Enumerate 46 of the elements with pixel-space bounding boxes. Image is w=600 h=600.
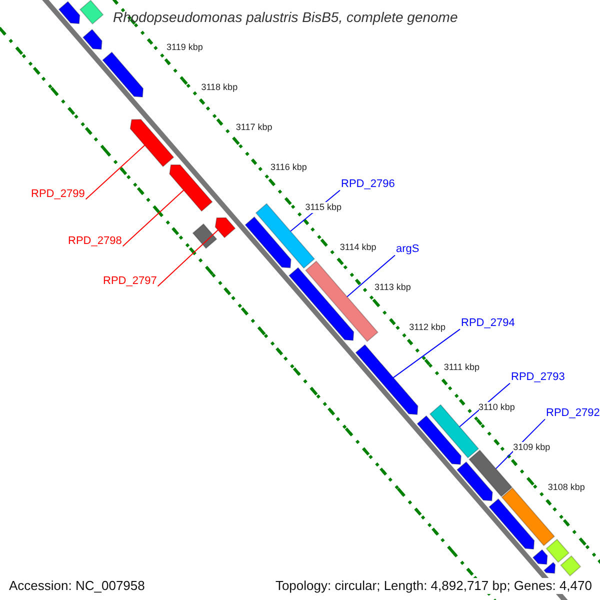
- gene-block: [532, 549, 548, 565]
- gene-block: [416, 415, 462, 465]
- gene-block: [288, 267, 354, 341]
- gene-label: RPD_2797: [103, 275, 157, 288]
- scale-label: 3114 kbp: [340, 242, 376, 253]
- scale-label: 3113 kbp: [374, 282, 411, 293]
- scale-label: 3110 kbp: [478, 402, 515, 414]
- gene-bar: [79, 0, 104, 25]
- scale-label: 3111 kbp: [444, 362, 480, 373]
- accession-text: Accession: NC_007958: [9, 578, 145, 594]
- gene-bar: [192, 223, 218, 249]
- gene-label: RPD_2792: [546, 407, 600, 420]
- scale-label: 3119 kbp: [166, 42, 203, 52]
- gene-label: RPD_2798: [68, 235, 122, 248]
- gene-block: [214, 217, 236, 238]
- leader-line: [85, 144, 146, 200]
- gene-block: [488, 498, 535, 550]
- gene-block: [82, 28, 102, 50]
- gene-block: [130, 119, 174, 168]
- gene-block: [169, 164, 213, 212]
- scale-label: 3118 kbp: [201, 82, 238, 92]
- gene-label: RPD_2794: [461, 317, 515, 330]
- leader-line: [122, 190, 184, 247]
- map-title: Rhodopseudomonas palustris BisB5, complete genome: [113, 9, 458, 26]
- gene-label: RPD_2796: [341, 178, 395, 192]
- scale-label: 3112 kbp: [409, 322, 446, 333]
- gene-label: RPD_2793: [511, 371, 565, 384]
- gene-bar: [429, 404, 480, 458]
- gene-block: [456, 461, 493, 502]
- leader-line: [346, 254, 396, 298]
- scale-label: 3109 kbp: [513, 442, 550, 454]
- gene-block: [355, 344, 418, 416]
- scale-label: 3117 kbp: [236, 122, 272, 133]
- genome-summary-text: Topology: circular; Length: 4,892,717 bp; Genes: 4,470: [275, 578, 592, 594]
- scale-label: 3115 kbp: [305, 202, 342, 213]
- gene-label: RPD_2799: [31, 188, 85, 202]
- scale-label: 3108 kbp: [548, 482, 585, 494]
- gene-label: argS: [396, 243, 420, 256]
- gene-block: [244, 216, 292, 268]
- gene-bar: [546, 538, 570, 563]
- scale-label: 3116 kbp: [270, 162, 307, 173]
- gene-bar: [468, 450, 513, 498]
- leader-line: [157, 230, 218, 287]
- leader-line: [392, 328, 460, 378]
- gene-block: [58, 0, 80, 24]
- gene-block: [102, 52, 144, 98]
